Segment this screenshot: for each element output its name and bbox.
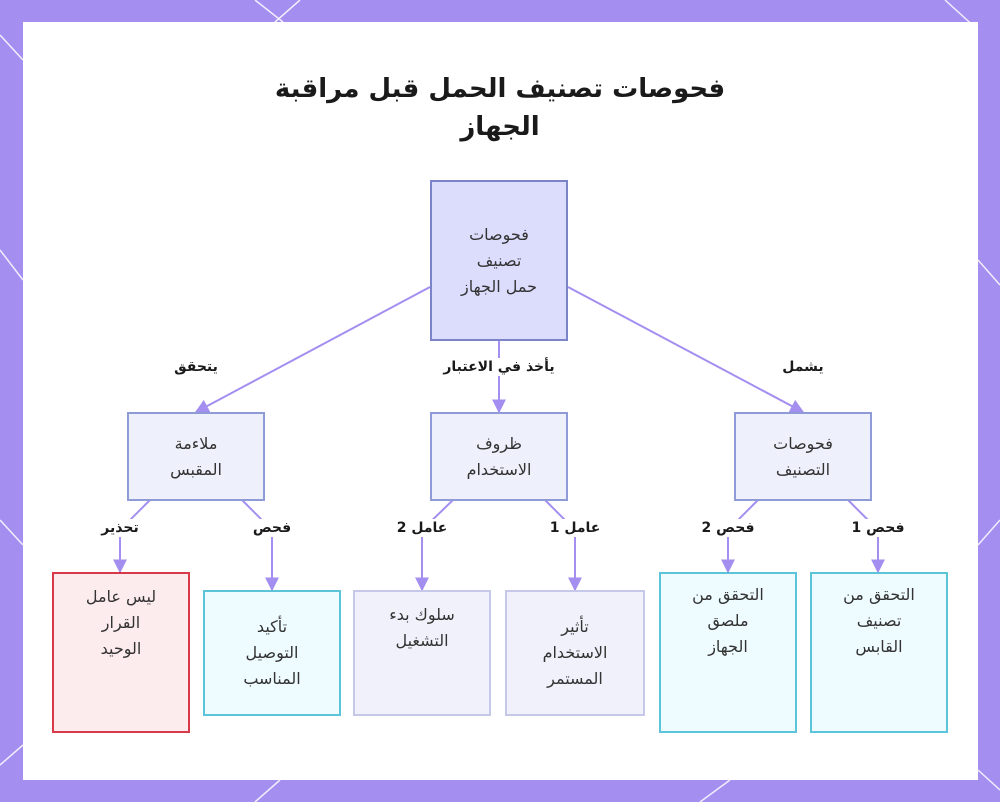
edge-label-check2: فحص 2 (698, 519, 758, 537)
classification-checks-node-line: فحوصات (773, 433, 833, 453)
edge-usage-factor2 (415, 499, 454, 592)
confirm-connection-node-line: المناسب (243, 669, 301, 688)
edge-label-factor2: عامل 2 (393, 519, 451, 537)
plug-rating-node-line: القابس (855, 637, 903, 656)
edge-label-check: فحص (249, 519, 295, 537)
continuous-use-node: تأثير الاستخدام المستمر (505, 590, 645, 716)
edge-root-plug-fit (194, 286, 431, 413)
not-sole-factor-node-line: ليس عامل (85, 587, 157, 606)
confirm-connection-node-line: التوصيل (245, 643, 299, 662)
plug-rating-node-line: تصنيف (856, 611, 902, 630)
not-sole-factor-node-line: القرار (101, 613, 141, 632)
classification-checks-node-line: التصنيف (775, 459, 831, 479)
usage-conditions-node-line: الاستخدام (466, 459, 532, 479)
diagram-title: فحوصات تصنيف الحمل قبل مراقبة الجهاز (0, 70, 1000, 146)
startup-behavior-node-line: التشغيل (395, 631, 449, 650)
plug-fit-node-line: المقبس (170, 459, 222, 479)
classification-checks-node: فحوصات التصنيف (734, 412, 872, 501)
edge-label-factor1: عامل 1 (546, 519, 604, 537)
edge-root-classification-checks (567, 286, 805, 413)
confirm-connection-node: تأكيد التوصيل المناسب (203, 590, 341, 716)
usage-conditions-node: ظروف الاستخدام (430, 412, 568, 501)
not-sole-factor-node-line: الوحيد (100, 639, 142, 658)
not-sole-factor-node: ليس عامل القرار الوحيد (52, 572, 190, 733)
edge-label-check1: فحص 1 (848, 519, 908, 537)
continuous-use-node-line: تأثير (561, 617, 589, 636)
plug-rating-node-line: التحقق من (843, 585, 915, 604)
edge-label-includes: يشمل (779, 358, 827, 376)
startup-behavior-node: سلوك بدء التشغيل (353, 590, 491, 716)
device-label-node-line: الجهاز (708, 637, 748, 656)
edge-label-verifies: يتحقق (171, 358, 221, 376)
edge-plug-fit-check (241, 499, 279, 592)
continuous-use-node-line: المستمر (547, 669, 603, 688)
usage-conditions-node-line: ظروف (476, 433, 522, 453)
startup-behavior-node-line: سلوك بدء (389, 605, 455, 624)
plug-fit-node-line: ملاءمة (174, 433, 218, 453)
device-label-node: التحقق من ملصق الجهاز (659, 572, 797, 733)
confirm-connection-node-line: تأكيد (256, 617, 288, 636)
device-label-node-line: التحقق من (692, 585, 764, 604)
root-node-line: حمل الجهاز (461, 276, 537, 296)
plug-rating-node: التحقق من تصنيف القابس (810, 572, 948, 733)
edge-label-considers: يأخذ في الاعتبار (440, 358, 558, 376)
continuous-use-node-line: الاستخدام (542, 643, 608, 662)
plug-fit-node: ملاءمة المقبس (127, 412, 265, 501)
edge-label-warning: تحذير (98, 519, 142, 537)
root-node: فحوصات تصنيف حمل الجهاز (430, 180, 568, 341)
device-label-node-line: ملصق (707, 611, 749, 630)
edge-usage-factor1 (544, 499, 582, 592)
title-line-1: فحوصات تصنيف الحمل قبل مراقبة (274, 74, 726, 104)
root-node-line: فحوصات (469, 224, 529, 244)
root-node-line: تصنيف (476, 250, 522, 270)
title-line-2: الجهاز (460, 112, 540, 142)
